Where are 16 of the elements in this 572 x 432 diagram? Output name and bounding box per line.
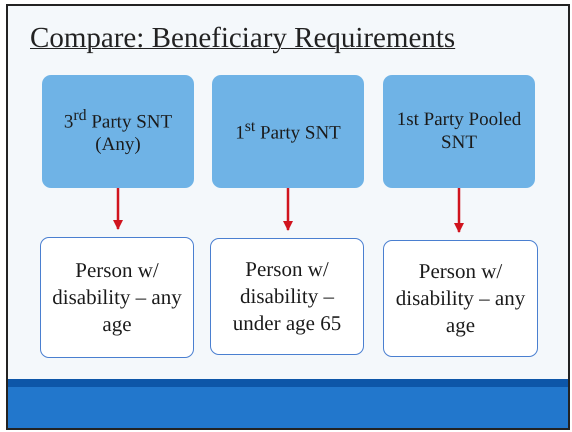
requirement-box [210,238,364,355]
arrow [283,188,293,231]
node-text: Person w/ disability – any age [394,258,526,340]
node-text: 1st Party Pooled SNT [396,108,522,154]
title: Compare: Beneficiary Requirements [30,22,456,55]
requirement-box [383,240,538,357]
node-text: 1$^{st}$ Party SNT [234,118,342,146]
arrow [454,188,464,233]
requirement-box [40,237,194,358]
node-text: Person w/ disability – under age 65 [232,256,342,338]
trust-type-box [42,75,194,188]
arrow [113,188,123,230]
node-text: Person w/ disability – any age [51,256,183,338]
trust-type-box [383,75,535,188]
trust-type-box [212,75,364,188]
node-text: 3$^{rd}$ Party SNT (Any) [62,106,174,156]
